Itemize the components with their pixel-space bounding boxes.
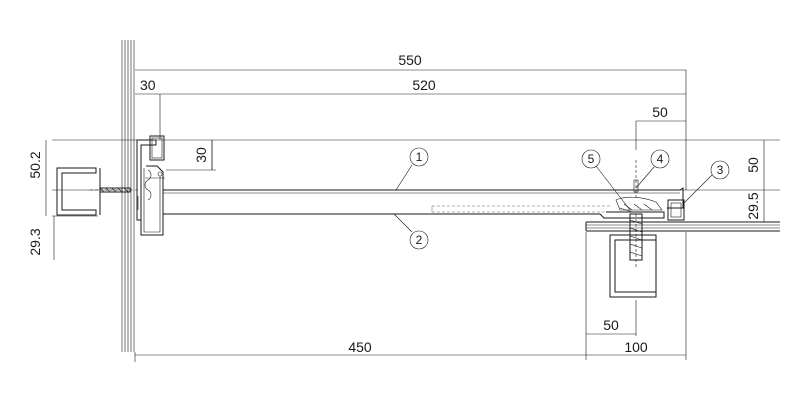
callout-3-circle: [710, 160, 730, 180]
ceiling-panel: [162, 187, 684, 215]
callout-5-circle: [581, 149, 601, 169]
right-anchor-screw: [629, 213, 643, 268]
callout-leaders: [393, 164, 713, 233]
callout-3: 3: [717, 163, 724, 177]
dim-inner-width: 520: [412, 77, 436, 93]
callout-circles: [409, 147, 730, 250]
right-c-channel: [609, 234, 657, 298]
wall-section: [121, 40, 135, 352]
callout-4: 4: [657, 152, 664, 166]
dim-left-bottom-height: 29.3: [27, 228, 43, 255]
dim-bottom-right-span: 100: [624, 339, 648, 355]
dim-left-profile-depth: 30: [193, 147, 209, 163]
callout-2: 2: [416, 233, 423, 247]
dim-overall-width: 550: [398, 52, 422, 68]
left-wall-bracket: [136, 135, 165, 236]
dim-bottom-right-segment: 50: [603, 317, 619, 333]
callout-4-circle: [650, 149, 670, 169]
dimension-lines: [45, 69, 765, 356]
dim-left-offset: 30: [140, 77, 156, 93]
right-ceiling-board: [585, 221, 780, 232]
dim-right-bottom-height: 29.5: [745, 192, 761, 219]
callout-1: 1: [416, 150, 423, 164]
dim-right-top-height: 50: [745, 157, 761, 173]
callout-2-circle: [409, 230, 429, 250]
extension-lines: [52, 70, 780, 362]
dimension-labels: 550 30 520 50 450 100 50 50.2 29.3 30 50…: [27, 52, 761, 355]
left-c-channel: [56, 167, 101, 216]
dim-top-right-segment: 50: [652, 104, 668, 120]
dim-bottom-span: 450: [348, 339, 372, 355]
callout-1-circle: [409, 147, 429, 167]
callout-5: 5: [588, 152, 595, 166]
callout-labels: 1 2 3 4 5: [416, 150, 724, 247]
dim-left-top-height: 50.2: [27, 151, 43, 178]
